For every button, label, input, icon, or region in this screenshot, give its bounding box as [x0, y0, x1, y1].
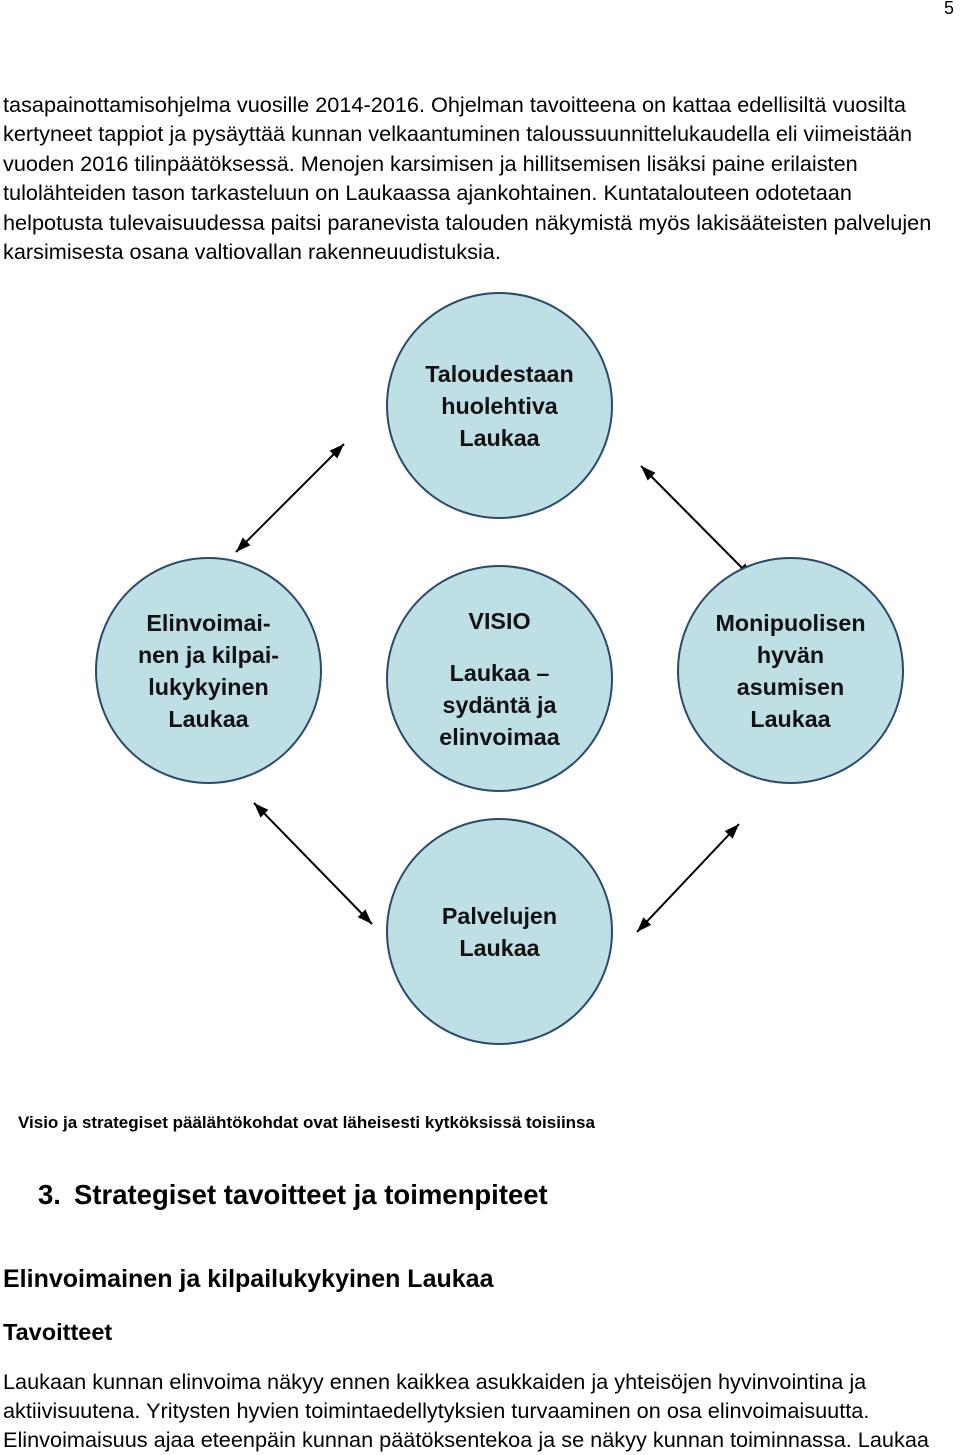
arrow-top-right — [640, 465, 753, 579]
section-title: Strategiset tavoitteet ja toimenpiteet — [74, 1179, 548, 1210]
intro-line: kertyneet tappiot ja pysäyttää kunnan ve… — [3, 121, 913, 147]
node-line: Elinvoimai- — [146, 609, 271, 636]
intro-line: vuoden 2016 tilinpäätöksessä. Menojen ka… — [3, 150, 858, 176]
node-line: asumisen — [736, 673, 845, 700]
intro-line: karsimisesta osana valtiovallan rakenneu… — [3, 239, 501, 265]
body-line: Laukaan kunnan elinvoima näkyy ennen kai… — [3, 1369, 867, 1394]
node-line: Laukaa — [168, 705, 249, 732]
diagram-caption: Visio ja strategiset päälähtökohdat ovat… — [18, 1113, 595, 1132]
node-line: sydäntä ja — [442, 691, 557, 718]
node-line: Laukaa — [750, 705, 831, 732]
body-paragraph: Laukaan kunnan elinvoima näkyy ennen kai… — [3, 1367, 929, 1454]
node-line: Taloudestaan — [425, 360, 574, 387]
subheading: Elinvoimainen ja kilpailukykyinen Laukaa — [3, 1265, 494, 1293]
section-heading: 3. Strategiset tavoitteet ja toimenpiteet — [38, 1179, 548, 1211]
intro-paragraph: tasapainottamisohjelma vuosille 2014-201… — [3, 90, 931, 266]
diagram-node-center: VISIO Laukaa – sydäntä ja elinvoimaa — [386, 565, 613, 792]
arrow-bottom-right — [636, 823, 740, 933]
arrow-left-bottom — [253, 802, 373, 925]
page-number: 5 — [944, 0, 955, 18]
node-line: Palvelujen — [441, 902, 558, 929]
node-line: lukykyinen — [148, 673, 269, 700]
node-line: nen ja kilpai- — [137, 641, 280, 668]
node-title: VISIO — [468, 607, 531, 634]
body-line: aktiivisuutena. Yritysten hyvien toimint… — [3, 1398, 870, 1423]
diagram-node-top: Taloudestaan huolehtiva Laukaa — [386, 292, 613, 519]
intro-line: tasapainottamisohjelma vuosille 2014-201… — [3, 92, 906, 117]
intro-line: helpotusta tulevaisuudessa paitsi parane… — [3, 209, 932, 235]
node-line: Laukaa — [459, 934, 540, 961]
intro-line: tulolähteiden tason tarkasteluun on Lauk… — [3, 180, 852, 206]
node-line: Laukaa — [459, 424, 540, 451]
arrow-left-top — [235, 443, 345, 553]
node-line: Monipuolisen — [715, 609, 866, 636]
section-number: 3. — [38, 1179, 61, 1210]
diagram-node-right: Monipuolisen hyvän asumisen Laukaa — [677, 557, 904, 784]
node-line: elinvoimaa — [439, 723, 560, 750]
diagram-node-left: Elinvoimai- nen ja kilpai- lukykyinen La… — [95, 557, 322, 784]
diagram-node-bottom: Palvelujen Laukaa — [386, 818, 613, 1045]
node-line: hyvän — [756, 641, 825, 668]
vision-diagram: Taloudestaan huolehtiva Laukaa Elinvoima… — [95, 292, 904, 1045]
body-line: Elinvoimaisuus ajaa eteenpäin kunnan pää… — [3, 1427, 929, 1452]
node-line: Laukaa – — [449, 659, 550, 686]
node-line: huolehtiva — [441, 392, 558, 419]
subsubheading: Tavoitteet — [3, 1319, 113, 1345]
